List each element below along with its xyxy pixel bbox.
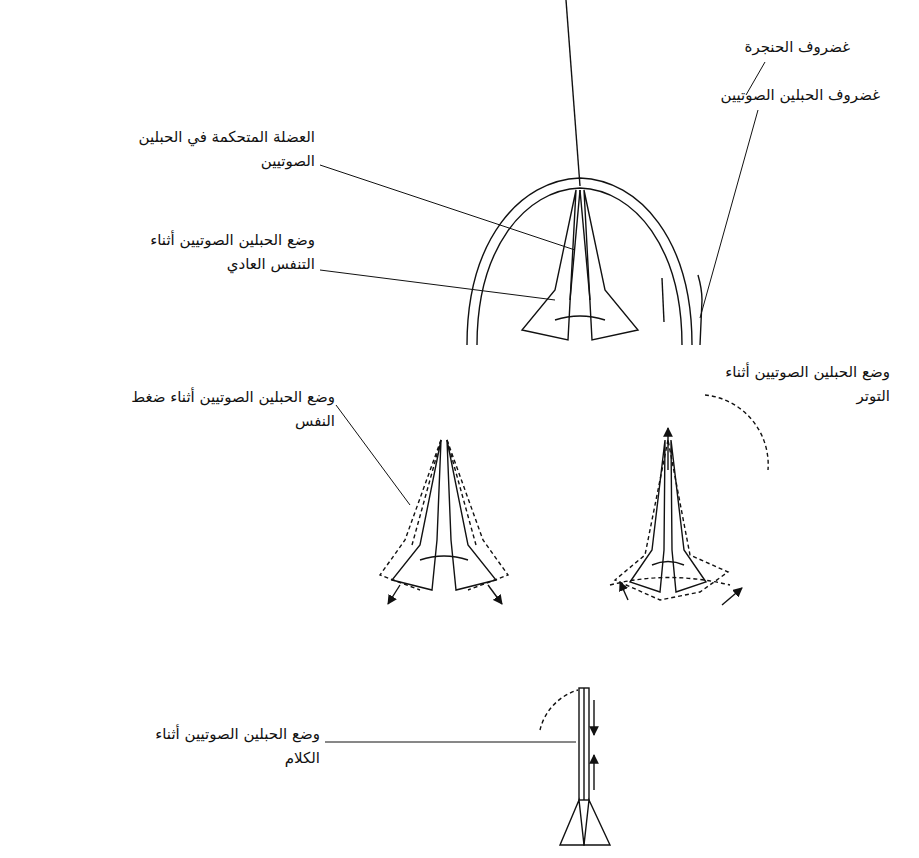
drawing-stroke xyxy=(620,582,628,600)
drawing-stroke xyxy=(488,585,502,604)
drawing-stroke xyxy=(320,270,555,300)
drawing-stroke xyxy=(662,278,664,322)
drawing-stroke xyxy=(615,440,728,600)
part-label: وضع الحبلين الصوتيين أثناء ضغط النفس xyxy=(100,385,335,433)
drawing-stroke xyxy=(630,440,665,592)
drawing-stroke xyxy=(579,688,589,800)
part-label: وضع الحبلين الصوتيين أثناء الكلام xyxy=(125,722,320,770)
drawing-stroke xyxy=(467,178,692,345)
drawing-stroke xyxy=(336,405,410,505)
speaking-figure xyxy=(540,688,610,845)
drawing-stroke xyxy=(560,800,584,845)
drawing-stroke xyxy=(652,562,684,566)
drawing-stroke xyxy=(583,688,584,800)
part-label: وضع الحبلين الصوتيين أثناء التوتر xyxy=(695,360,890,408)
part-label: العضلة المتحكمة في الحبلين الصوتيين xyxy=(115,125,315,173)
drawing-stroke xyxy=(420,556,468,560)
drawing-stroke xyxy=(380,440,508,590)
drawing-stroke xyxy=(412,440,441,545)
drawing-stroke xyxy=(580,190,590,300)
drawing-stroke xyxy=(584,800,610,845)
drawing-stroke xyxy=(570,190,580,300)
drawing-stroke xyxy=(320,165,575,250)
drawing-stroke xyxy=(593,700,594,735)
drawing-stroke xyxy=(566,0,580,186)
drawing-stroke xyxy=(392,440,441,590)
drawing-stroke xyxy=(447,440,476,545)
drawing-stroke xyxy=(447,440,496,590)
drawing-stroke xyxy=(671,440,706,592)
drawing-stroke xyxy=(540,690,578,730)
part-label: غضروف الحبلين الصوتيين xyxy=(690,83,880,107)
drawing-stroke xyxy=(447,440,508,590)
tension-figure xyxy=(610,395,768,605)
drawing-stroke xyxy=(388,585,400,604)
part-label: غضروف الحنجرة xyxy=(720,35,850,59)
drawing-stroke xyxy=(477,188,682,345)
drawing-stroke xyxy=(380,440,441,590)
drawing-stroke xyxy=(555,316,605,320)
drawing-stroke xyxy=(667,428,668,470)
drawing-stroke xyxy=(700,110,758,318)
leader-lines xyxy=(320,62,765,742)
drawing-stroke xyxy=(610,578,730,586)
part-label: وضع الحبلين الصوتيين أثناء التنفس العادي xyxy=(115,228,315,276)
drawing-stroke xyxy=(325,742,576,743)
drawing-stroke xyxy=(722,588,742,605)
drawing-stroke xyxy=(705,395,768,470)
drawing-stroke xyxy=(698,275,702,345)
drawing-stroke xyxy=(610,395,768,600)
breath-compression-figure xyxy=(380,440,508,604)
drawing-stroke xyxy=(593,755,594,790)
